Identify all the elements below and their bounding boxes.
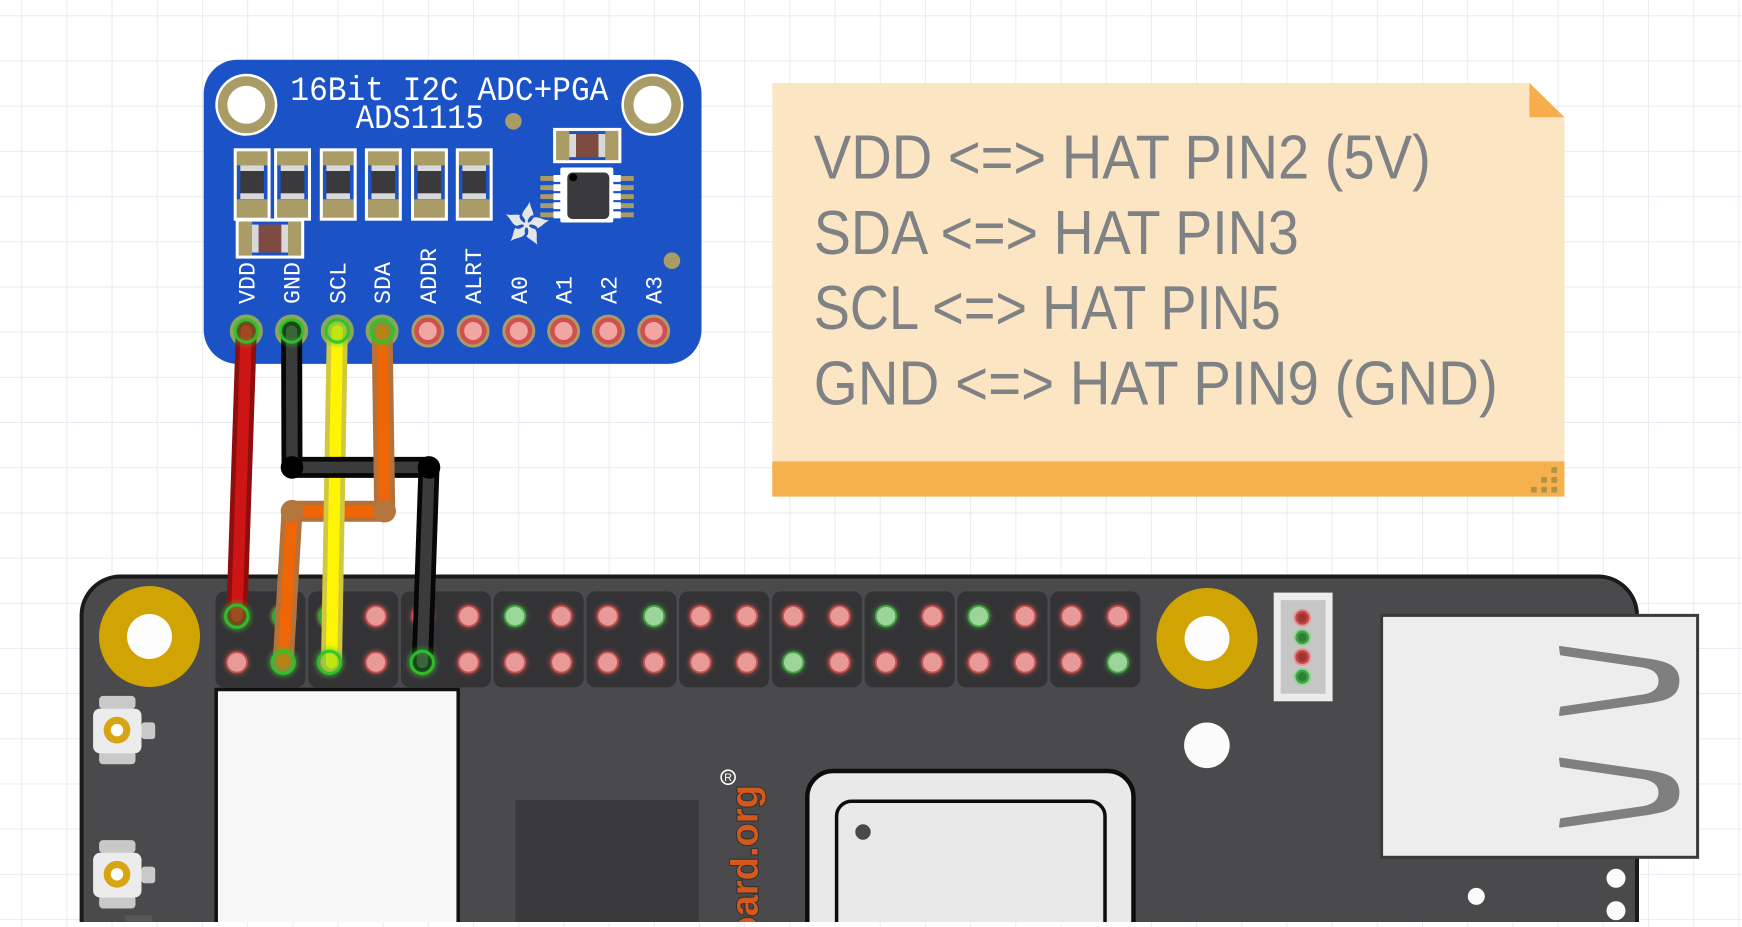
svg-text:SDA: SDA xyxy=(371,262,397,304)
svg-text:VDD <=> HAT PIN2 (5V): VDD <=> HAT PIN2 (5V) xyxy=(814,124,1431,193)
svg-text:GND <=> HAT PIN9 (GND): GND <=> HAT PIN9 (GND) xyxy=(814,350,1498,419)
svg-text:R: R xyxy=(724,772,732,784)
svg-text:board.org: board.org xyxy=(725,785,767,922)
svg-text:ADS1115: ADS1115 xyxy=(356,101,484,139)
svg-text:VDD: VDD xyxy=(235,262,261,304)
svg-text:ADDR: ADDR xyxy=(417,248,443,304)
svg-text:A3: A3 xyxy=(643,276,669,304)
svg-text:SCL: SCL xyxy=(326,262,352,304)
svg-text:SCL <=> HAT PIN5: SCL <=> HAT PIN5 xyxy=(814,274,1281,343)
svg-text:A0: A0 xyxy=(508,276,534,304)
svg-text:A2: A2 xyxy=(597,276,623,304)
svg-text:GND: GND xyxy=(281,262,307,304)
svg-text:A1: A1 xyxy=(553,276,579,304)
svg-text:ALRT: ALRT xyxy=(462,248,488,304)
svg-text:SDA <=> HAT PIN3: SDA <=> HAT PIN3 xyxy=(814,199,1299,268)
